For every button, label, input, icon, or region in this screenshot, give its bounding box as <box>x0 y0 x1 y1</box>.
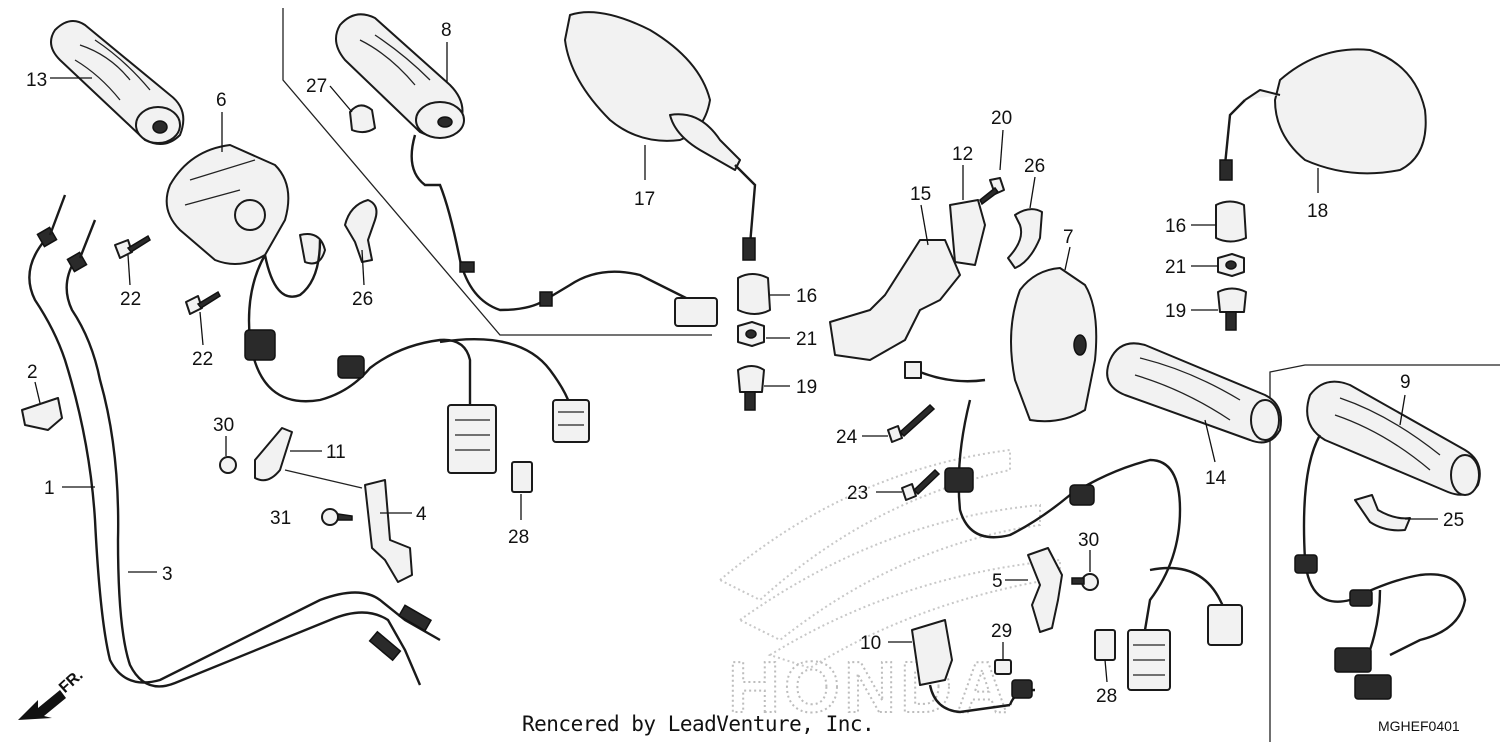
callout-16-left: 16 <box>796 286 817 307</box>
part-24-23-bolts <box>887 403 941 501</box>
part-7-right-switch <box>1010 267 1098 423</box>
part-9-heated-right-grip <box>1294 380 1481 700</box>
part-5-30-right-bracket <box>1027 547 1099 633</box>
callout-5: 5 <box>992 571 1003 592</box>
callout-8: 8 <box>441 20 452 41</box>
part-17-left-mirror <box>564 11 757 261</box>
part-1-3-throttle-cables <box>28 194 441 688</box>
callout-26-right: 26 <box>1024 156 1045 177</box>
callout-10: 10 <box>860 633 881 654</box>
callout-21-left: 21 <box>796 329 817 350</box>
part-2-clip <box>21 397 63 431</box>
part-16-21-19-left-stack <box>737 273 771 411</box>
leader-lines <box>34 42 1438 683</box>
callout-11: 11 <box>326 442 346 463</box>
callout-2: 2 <box>27 362 38 383</box>
callout-25: 25 <box>1443 510 1464 531</box>
callout-29: 29 <box>991 621 1012 642</box>
part-15-12-20-26-bracket <box>829 177 1043 361</box>
part-28-connector-left <box>511 461 533 493</box>
callout-15: 15 <box>910 184 931 205</box>
callout-14: 14 <box>1205 468 1227 489</box>
callout-30-right: 30 <box>1078 530 1099 551</box>
callout-28-left: 28 <box>508 527 529 548</box>
callout-20: 20 <box>991 108 1012 129</box>
callout-7: 7 <box>1063 227 1074 248</box>
callout-4: 4 <box>416 504 427 525</box>
part-27-clip <box>349 104 376 134</box>
right-harness <box>904 361 1243 691</box>
part-6-left-switch <box>165 144 326 265</box>
part-11-30-31-4-brackets <box>219 427 413 583</box>
callout-22-top: 22 <box>120 289 141 310</box>
part-18-right-mirror <box>1219 48 1427 181</box>
callout-3: 3 <box>162 564 173 585</box>
callout-27: 27 <box>306 76 327 97</box>
callout-1: 1 <box>44 478 55 499</box>
callout-17: 17 <box>634 189 655 210</box>
front-arrow-icon <box>18 690 66 720</box>
callout-19-left: 19 <box>796 377 817 398</box>
callout-6: 6 <box>216 90 227 111</box>
part-16-21-19-right-stack <box>1215 200 1247 331</box>
callout-18: 18 <box>1307 201 1328 222</box>
callout-21-right: 21 <box>1165 257 1186 278</box>
callout-26-left: 26 <box>352 289 373 310</box>
watermark-text: HONDA <box>728 648 1012 728</box>
part-22-bolts <box>114 234 221 315</box>
callout-13: 13 <box>26 70 47 91</box>
part-26-clip-left <box>344 199 378 263</box>
credit-text: Rencered by LeadVenture, Inc. <box>522 712 875 736</box>
callout-31: 31 <box>270 508 291 529</box>
callout-16-right: 16 <box>1165 216 1186 237</box>
callout-19-right: 19 <box>1165 301 1186 322</box>
callout-23: 23 <box>847 483 868 504</box>
callout-9: 9 <box>1400 372 1411 393</box>
part-14-right-grip <box>1106 342 1282 444</box>
callout-12: 12 <box>952 144 973 165</box>
callout-22-bottom: 22 <box>192 349 213 370</box>
diagram-code: MGHEF0401 <box>1378 718 1460 734</box>
part-10-29-28-right <box>911 619 1116 714</box>
part-13-left-grip <box>50 20 185 145</box>
inset-frames <box>282 8 1500 742</box>
left-harness <box>244 239 590 474</box>
callout-labels: 13 6 27 8 17 22 22 26 2 1 3 30 11 31 4 2… <box>26 20 1464 707</box>
part-8-heated-grip <box>335 13 718 327</box>
callout-30-left: 30 <box>213 415 234 436</box>
callout-28-right: 28 <box>1096 686 1117 707</box>
callout-24: 24 <box>836 427 858 448</box>
